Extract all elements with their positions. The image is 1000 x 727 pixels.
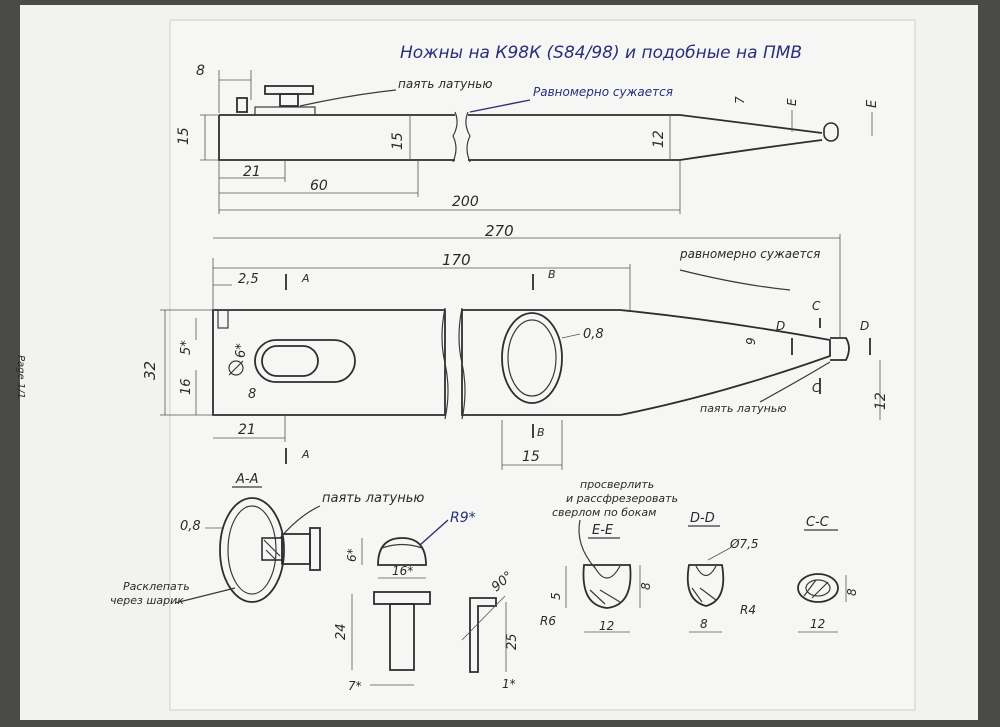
section-cc: C-C 8 12: [797, 515, 859, 633]
top-dim-21: 21: [243, 164, 261, 180]
section-dd: D-D Ø7,5 8 R4: [686, 511, 759, 633]
top-note-taper: Равномерно сужается: [533, 85, 673, 99]
side-view: 270 170 2,5 32 5* 6* 16 8 21 0,8 15 9 12…: [141, 222, 889, 470]
side-dim-32: 32: [141, 361, 159, 380]
aa-dim-7: 7*: [348, 679, 362, 693]
ee-dim-12: 12: [599, 619, 614, 633]
aa-note-peen-1: Расклепать: [123, 580, 190, 593]
side-dim-170: 170: [442, 251, 471, 269]
aa-dim-r9: R9*: [450, 510, 476, 526]
side-dim-6: 6*: [234, 343, 249, 358]
top-dim-200: 200: [452, 194, 479, 210]
ee-note-drill-1: просверлить: [580, 478, 654, 491]
section-mark-c-bottom: C: [812, 381, 821, 395]
top-view: паять латунью Равномерно сужается 8 15 1…: [176, 63, 880, 214]
side-dim-9: 9: [744, 337, 758, 345]
aa-note-peen-2: через шарик: [110, 594, 184, 607]
dd-title: D-D: [690, 511, 715, 526]
side-dim-12: 12: [873, 392, 889, 410]
top-dim-e2: E: [865, 99, 880, 108]
section-ee: просверлить и рассфрезеровать сверлом по…: [540, 478, 678, 633]
cc-title: C-C: [806, 515, 830, 530]
cc-dim-8: 8: [845, 588, 859, 596]
top-dim-15-mid: 15: [390, 132, 406, 150]
top-dim-7: 7: [733, 96, 747, 104]
section-aa-title: A-A: [235, 472, 258, 487]
section-mark-d-left: D: [776, 319, 785, 333]
aa-dim-6: 6*: [345, 548, 359, 562]
page-label: Page 1/1: [15, 355, 26, 399]
side-dim-270: 270: [485, 222, 514, 240]
side-dim-21: 21: [238, 422, 256, 438]
side-note-taper: равномерно сужается: [679, 247, 820, 261]
dd-dim-7-5: Ø7,5: [729, 537, 759, 551]
side-dim-15: 15: [522, 449, 540, 465]
section-mark-a-bottom: A: [301, 448, 310, 461]
ee-note-drill-2: и рассфрезеровать: [566, 492, 678, 505]
ee-note-drill-3: сверлом по бокам: [552, 506, 656, 519]
side-dim-0-8: 0,8: [583, 327, 604, 342]
side-dim-8: 8: [248, 387, 256, 402]
top-dim-15-left: 15: [176, 127, 192, 145]
aa-dim-16: 16*: [392, 564, 413, 578]
aa-dim-24: 24: [334, 623, 349, 640]
top-dim-8: 8: [196, 63, 205, 79]
top-dim-12: 12: [651, 130, 667, 148]
section-mark-a-top: A: [301, 272, 310, 285]
cc-dim-12: 12: [810, 617, 825, 631]
aa-dim-25: 25: [505, 633, 520, 650]
section-mark-d-right: D: [860, 319, 869, 333]
ee-dim-r6: R6: [540, 614, 556, 628]
top-dim-e1: E: [785, 98, 799, 106]
side-dim-16: 16: [179, 378, 194, 395]
aa-note-braze: паять латунью: [322, 491, 424, 506]
section-mark-c-top: C: [812, 299, 821, 313]
ee-title: E-E: [592, 523, 614, 538]
top-dim-60: 60: [310, 178, 328, 194]
side-dim-2-5: 2,5: [238, 272, 259, 287]
dd-dim-r4: R4: [740, 603, 756, 617]
aa-dim-1: 1*: [502, 677, 516, 691]
side-dim-5: 5*: [179, 340, 194, 355]
section-mark-b-bottom: B: [537, 426, 545, 439]
top-note-braze: паять латунью: [398, 77, 492, 91]
ee-dim-8: 8: [639, 582, 653, 590]
ee-dim-5: 5: [549, 592, 563, 600]
aa-dim-0-8: 0,8: [180, 519, 201, 534]
sheet-title: Ножны на К98К (S84/98) и подобные на ПМВ: [400, 43, 802, 63]
dd-dim-8: 8: [700, 617, 708, 631]
drawing-frame: [169, 19, 916, 711]
section-mark-b-top: B: [548, 268, 556, 281]
side-note-braze: паять латунью: [700, 402, 787, 415]
